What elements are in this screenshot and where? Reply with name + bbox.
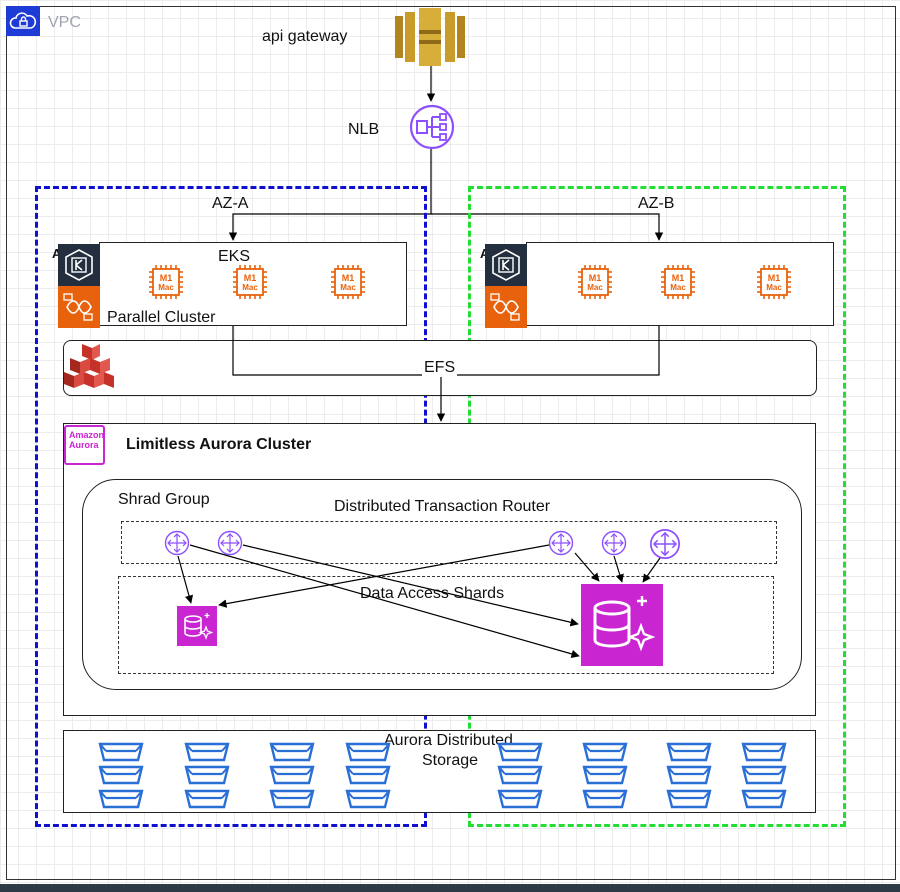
eks-kubernetes-icon bbox=[58, 244, 100, 286]
router-icon bbox=[601, 530, 627, 556]
chip-label-line2: Mac bbox=[158, 283, 174, 292]
vpc-lock-icon bbox=[6, 6, 40, 36]
chip-label-line1: M1 bbox=[160, 273, 173, 283]
data-access-shards-group bbox=[118, 576, 774, 674]
efs-stack-icon bbox=[64, 344, 114, 388]
az-b-label: AZ-B bbox=[638, 195, 675, 212]
efs-label: EFS bbox=[422, 359, 458, 377]
chip-label-line2: Mac bbox=[670, 283, 686, 292]
storage-bucket-icon bbox=[497, 742, 543, 762]
storage-bucket-icon bbox=[582, 789, 628, 809]
storage-bucket-icon bbox=[184, 742, 230, 762]
shard-group bbox=[82, 479, 802, 690]
storage-bucket-icon bbox=[345, 765, 391, 785]
eks-label: EKS bbox=[218, 248, 251, 265]
storage-bucket-icon bbox=[666, 742, 712, 762]
chip-label-line1: M1 bbox=[244, 273, 257, 283]
storage-bucket-icon bbox=[184, 765, 230, 785]
limitless-cluster-label: Limitless Aurora Cluster bbox=[126, 436, 312, 453]
parallel-cluster-label: Parallel Cluster bbox=[107, 309, 216, 326]
aurora-database-icon-small bbox=[177, 606, 217, 646]
chip-label-line1: M1 bbox=[342, 273, 355, 283]
storage-bucket-icon bbox=[98, 765, 144, 785]
storage-bucket-icon bbox=[269, 789, 315, 809]
storage-bucket-icon bbox=[666, 765, 712, 785]
aurora-badge-line1: Amazon bbox=[69, 430, 105, 440]
storage-bucket-icon bbox=[741, 789, 787, 809]
api-gateway-label: api gateway bbox=[262, 28, 348, 45]
chip-label-line2: Mac bbox=[766, 283, 782, 292]
chip-label-line1: M1 bbox=[768, 273, 781, 283]
edge-nlb-az-b bbox=[431, 213, 664, 241]
storage-bucket-icon bbox=[345, 789, 391, 809]
az-a-label: AZ-A bbox=[212, 195, 249, 212]
storage-bucket-icon bbox=[184, 789, 230, 809]
storage-bucket-icon bbox=[582, 765, 628, 785]
aurora-database-icon-large bbox=[581, 584, 663, 666]
router-icon bbox=[548, 530, 574, 556]
storage-bucket-icon bbox=[345, 742, 391, 762]
nlb-label: NLB bbox=[348, 121, 380, 138]
storage-bucket-icon bbox=[741, 742, 787, 762]
bottom-bar bbox=[0, 884, 900, 892]
parallel-cluster-icon bbox=[58, 286, 100, 328]
storage-bucket-icon bbox=[269, 765, 315, 785]
router-icon bbox=[217, 530, 243, 556]
router-icon bbox=[649, 528, 681, 560]
aurora-badge-line2: Aurora bbox=[69, 440, 99, 450]
transaction-router-label: Distributed Transaction Router bbox=[334, 498, 551, 515]
storage-bucket-icon bbox=[497, 765, 543, 785]
storage-bucket-icon bbox=[98, 789, 144, 809]
storage-bucket-icon bbox=[582, 742, 628, 762]
network-load-balancer-icon bbox=[409, 104, 455, 150]
chip-label-line2: Mac bbox=[242, 283, 258, 292]
chip-label-line1: M1 bbox=[589, 273, 602, 283]
aurora-badge: Amazon Aurora bbox=[64, 425, 105, 465]
storage-label-line1: Aurora Distributed bbox=[384, 732, 513, 749]
vpc-frame bbox=[6, 6, 896, 880]
chip-label-line1: M1 bbox=[672, 273, 685, 283]
vpc-label: VPC bbox=[48, 14, 81, 31]
storage-bucket-icon bbox=[98, 742, 144, 762]
eks-kubernetes-icon-b bbox=[485, 244, 527, 286]
storage-bucket-icon bbox=[497, 789, 543, 809]
storage-bucket-icon bbox=[269, 742, 315, 762]
chip-label-line2: Mac bbox=[587, 283, 603, 292]
router-icon bbox=[164, 530, 190, 556]
storage-bucket-icon bbox=[741, 765, 787, 785]
shard-group-label: Shrad Group bbox=[118, 491, 210, 508]
parallel-cluster-icon-b bbox=[485, 286, 527, 328]
edge-nlb-az-a bbox=[228, 149, 432, 241]
storage-label-line2: Storage bbox=[422, 752, 479, 769]
storage-bucket-icon bbox=[666, 789, 712, 809]
chip-label-line2: Mac bbox=[340, 283, 356, 292]
api-gateway-icon bbox=[395, 8, 465, 66]
